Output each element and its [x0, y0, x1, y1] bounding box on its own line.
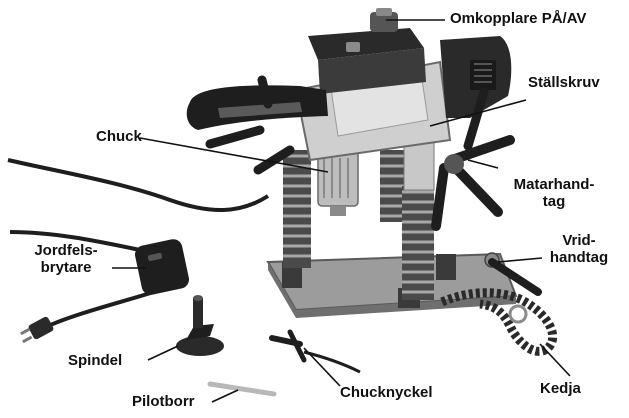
switch-housing: [308, 8, 426, 94]
power-cord: [7, 158, 270, 213]
chuck: [317, 149, 359, 216]
leader-chuck: [139, 137, 329, 173]
pilot-bit: [207, 381, 277, 397]
spring-middle: [380, 150, 404, 222]
gfci-cord-bottom: [47, 288, 161, 328]
feed-handles: [205, 75, 515, 231]
leader-spindle: [147, 345, 179, 361]
label-chuck: Chuck: [96, 128, 142, 145]
label-switch: Omkopplare PÅ/AV: [450, 10, 587, 27]
leader-chuck-key: [303, 347, 341, 387]
gfci-cord-top: [9, 230, 151, 254]
label-torque-handle: Vrid- handtag: [549, 232, 609, 266]
spring-right: [402, 186, 434, 300]
motor: [440, 36, 512, 118]
label-feed-handle: Matarhand- tag: [513, 176, 595, 210]
label-pilot-bit: Pilotborr: [132, 393, 195, 410]
leader-set-screw: [429, 99, 527, 127]
label-gfci: Jordfels- brytare: [34, 242, 98, 276]
leader-torque-handle: [497, 257, 543, 263]
label-set-screw: Ställskruv: [528, 74, 600, 91]
label-chain: Kedja: [540, 380, 581, 397]
leader-pilot-bit: [211, 389, 239, 403]
torque-handle: [484, 252, 542, 296]
leader-feed-handle: [467, 159, 499, 169]
chuck-key: [269, 329, 361, 374]
leader-chain: [539, 343, 571, 377]
top-handle: [186, 85, 328, 130]
plug: [20, 316, 54, 344]
spindle: [176, 295, 224, 356]
label-chuck-key: Chucknyckel: [340, 384, 433, 401]
leader-lines: [112, 19, 571, 403]
label-spindle: Spindel: [68, 352, 123, 369]
gfci-box: [135, 239, 189, 295]
chain: [440, 288, 558, 356]
